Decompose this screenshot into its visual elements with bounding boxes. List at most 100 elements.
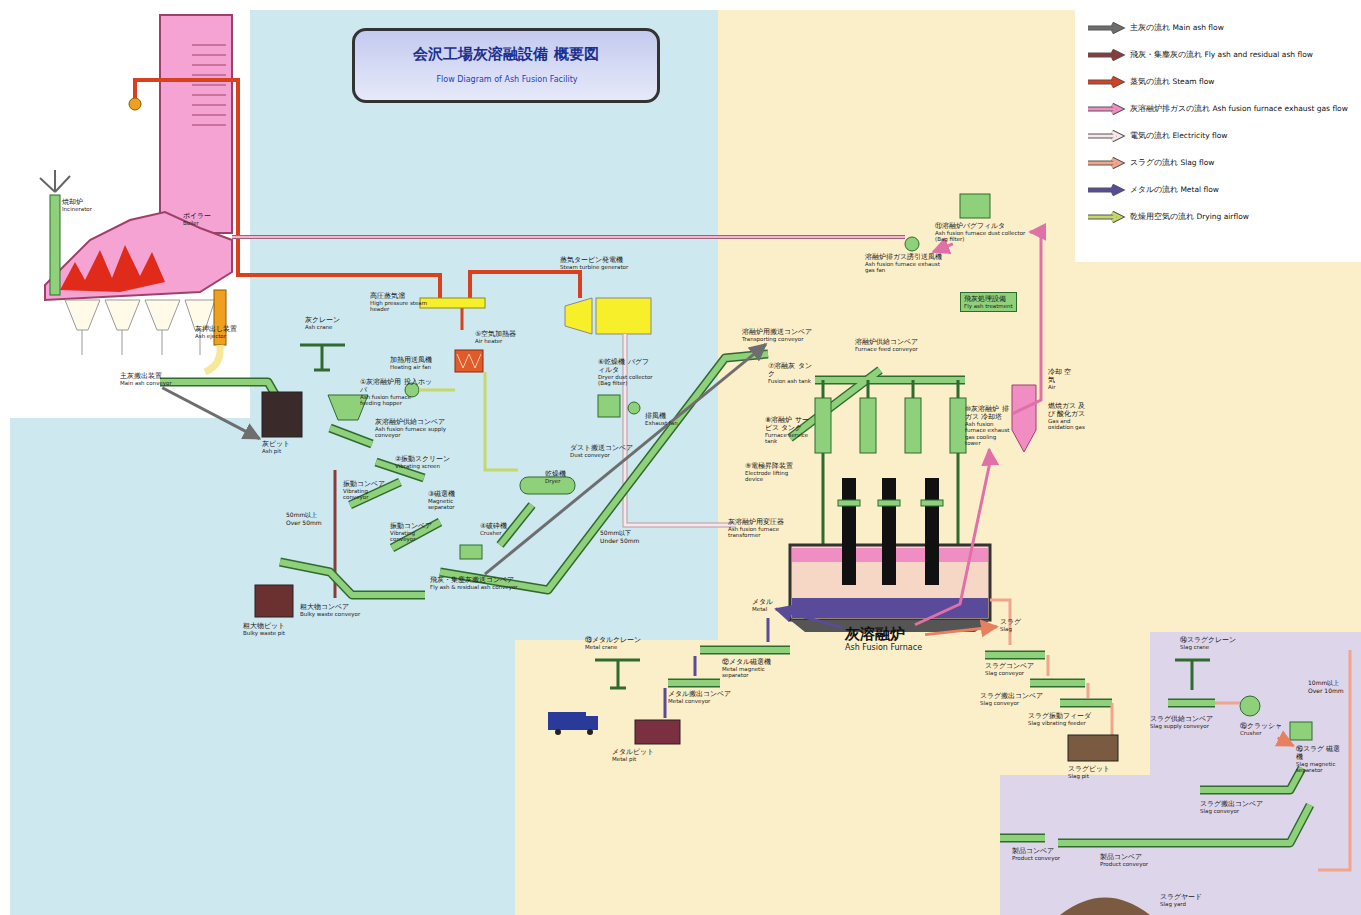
title-text: 会沢工場灰溶融設備 概要図 xyxy=(355,45,657,64)
flow-connector xyxy=(485,344,766,574)
label-english: Incinerator xyxy=(62,206,92,212)
title-box: 会沢工場灰溶融設備 概要図 xyxy=(352,28,660,103)
label-japanese: スラグヤード xyxy=(1160,893,1202,901)
legend-box: 主灰の流れ Main ash flow 飛灰・集塵灰の流れ Fly ash and… xyxy=(1086,14,1354,230)
label-english: Crusher xyxy=(480,530,507,536)
label-english: Transporting conveyor xyxy=(742,336,812,342)
label-japanese: 排風機 xyxy=(645,412,678,420)
note-label: Under 50mm xyxy=(600,538,639,545)
label-japanese: ⑯スラグ 磁選機 xyxy=(1296,745,1344,761)
equipment-label: 溶融炉排ガス誘引送風機Ash fusion furnace exhaust ga… xyxy=(865,253,945,274)
label-japanese: メタル xyxy=(752,598,773,606)
equipment-label: メタル搬出コンベアMetal conveyor xyxy=(668,690,731,704)
equipment-label: ①灰溶融炉用 投入ホッパAsh fusion furnace feeding h… xyxy=(360,378,432,407)
note-label: Over 10mm xyxy=(1308,688,1344,695)
label-english: Ash pit xyxy=(262,448,290,454)
label-english: Slag conveyor xyxy=(1200,808,1263,814)
legend-row: 蒸気の流れ Steam flow xyxy=(1086,68,1354,95)
label-english: Steam turbine generator xyxy=(560,264,628,270)
label-english: Metal conveyor xyxy=(668,698,731,704)
label-english: Ash ejector xyxy=(195,333,237,339)
legend-line xyxy=(1086,49,1126,61)
label-english: Metal magnetic separator xyxy=(722,666,787,679)
flow-connector xyxy=(925,627,997,635)
label-english: Fly ash & residual ash conveyor xyxy=(430,584,518,590)
label-japanese: 主灰搬出装置 xyxy=(120,372,172,380)
label-english: Ash fusion furnace feeding hopper xyxy=(360,394,432,407)
label-english: High pressure steam header xyxy=(370,300,435,313)
flow-connector xyxy=(915,449,990,624)
equipment-label: スラグSlag xyxy=(1000,618,1021,632)
legend-line xyxy=(1086,76,1126,88)
label-japanese: ⑤空気加熱器 xyxy=(475,330,516,338)
label-english: Slag magnetic separator xyxy=(1296,761,1344,774)
label-english: Dust conveyor xyxy=(570,452,633,458)
legend-text: メタルの流れ Metal flow xyxy=(1130,185,1219,195)
label-japanese: 製品コンベア xyxy=(1012,847,1060,855)
label-japanese: 灰溶融炉 xyxy=(845,626,922,643)
equipment-label: 飛灰・集塵灰搬送コンベアFly ash & residual ash conve… xyxy=(430,576,518,590)
label-japanese: 溶融炉用搬送コンベア xyxy=(742,328,812,336)
label-english: Crusher xyxy=(1240,730,1282,736)
equipment-label: メタルMetal xyxy=(752,598,773,612)
equipment-label: ③磁選機Magnetic separator xyxy=(428,490,478,511)
label-english: Exhaust fan xyxy=(645,420,678,426)
label-japanese: スラグ供給コンベア xyxy=(1150,715,1213,723)
equipment-label: 焼却炉Incinerator xyxy=(62,198,92,212)
label-english: Ash fusion furnace exhaust gas cooling t… xyxy=(965,421,1010,446)
note-label: Over 50mm xyxy=(286,520,322,527)
label-japanese: スラグ振動フィーダ xyxy=(1028,712,1091,720)
label-japanese: 溶融炉供給コンベア xyxy=(855,338,918,346)
label-english: Bulky waste conveyor xyxy=(300,611,360,617)
label-english: Vibrating screen xyxy=(395,463,450,469)
label-english: Product conveyor xyxy=(1012,855,1060,861)
equipment-label: ⑯スラグ 磁選機Slag magnetic separator xyxy=(1296,745,1344,774)
label-english: Metal pit xyxy=(612,756,654,762)
label-japanese: 焼却炉 xyxy=(62,198,92,206)
legend-row: 飛灰・集塵灰の流れ Fly ash and residual ash flow xyxy=(1086,41,1354,68)
label-japanese: ⑦溶融灰 タンク xyxy=(768,362,814,378)
label-japanese: ③磁選機 xyxy=(428,490,478,498)
legend-line xyxy=(1086,22,1126,34)
label-japanese: ボイラー xyxy=(183,212,211,220)
legend-row: 灰溶融炉排ガスの流れ Ash fusion furnace exhaust ga… xyxy=(1086,95,1354,122)
equipment-label: 飛灰処理設備Fly ash treatment xyxy=(960,292,1017,312)
equipment-label: 製品コンベアProduct conveyor xyxy=(1100,853,1148,867)
label-japanese: ⑬メタルクレーン xyxy=(585,636,641,644)
equipment-label: 灰溶融炉用変圧器Ash fusion furnace transformer xyxy=(728,518,790,539)
flow-connector xyxy=(162,388,259,439)
equipment-label: 溶融炉用搬送コンベアTransporting conveyor xyxy=(742,328,812,342)
equipment-label: ④破砕機Crusher xyxy=(480,522,507,536)
equipment-label: 高圧蒸気溜High pressure steam header xyxy=(370,292,435,313)
equipment-label: 灰溶融炉Ash Fusion Furnace xyxy=(845,626,922,652)
equipment-label: ②振動スクリーンVibrating screen xyxy=(395,455,450,469)
label-english: Boiler xyxy=(183,220,211,226)
equipment-label: スラグ搬出コンベアSlag conveyor xyxy=(1200,800,1263,814)
label-japanese: 溶融炉排ガス誘引送風機 xyxy=(865,253,945,261)
equipment-label: ⑦溶融灰 タンクFusion ash tank xyxy=(768,362,814,384)
label-english: Vibrating conveyor xyxy=(343,488,388,501)
legend-line xyxy=(1086,184,1126,196)
label-japanese: 冷却 空気 xyxy=(1048,368,1076,384)
label-japanese: スラグコンベア xyxy=(985,662,1034,670)
label-english: Air xyxy=(1048,384,1076,390)
equipment-label: 灰クレーンAsh crane xyxy=(305,316,340,330)
equipment-label: 振動コンベアVibrating conveyor xyxy=(390,522,440,543)
equipment-label: スラグ搬出コンベアSlag conveyor xyxy=(980,692,1043,706)
label-japanese: 粗大物ピット xyxy=(243,622,285,630)
equipment-label: 灰溶融炉供給コンベアAsh fusion furnace supply conv… xyxy=(375,418,450,439)
equipment-label: 粗大物コンベアBulky waste conveyor xyxy=(300,603,360,617)
label-japanese: メタル搬出コンベア xyxy=(668,690,731,698)
legend-text: 飛灰・集塵灰の流れ Fly ash and residual ash flow xyxy=(1130,50,1313,60)
legend-row: 乾燥用空気の流れ Drying airflow xyxy=(1086,203,1354,230)
label-japanese: 加熱用送風機 xyxy=(390,356,432,364)
legend-text: スラグの流れ Slag flow xyxy=(1130,158,1214,168)
equipment-label: ⑫メタル磁選機Metal magnetic separator xyxy=(722,658,787,679)
legend-row: 主灰の流れ Main ash flow xyxy=(1086,14,1354,41)
legend-row: 電気の流れ Electricity flow xyxy=(1086,122,1354,149)
legend-line xyxy=(1086,103,1126,115)
equipment-label: スラグヤードSlag yard xyxy=(1160,893,1202,907)
label-english: Slag pit xyxy=(1068,773,1110,779)
equipment-label: ⑭スラグクレーンSlag crane xyxy=(1180,636,1236,650)
label-english: Slag supply conveyor xyxy=(1150,723,1213,729)
